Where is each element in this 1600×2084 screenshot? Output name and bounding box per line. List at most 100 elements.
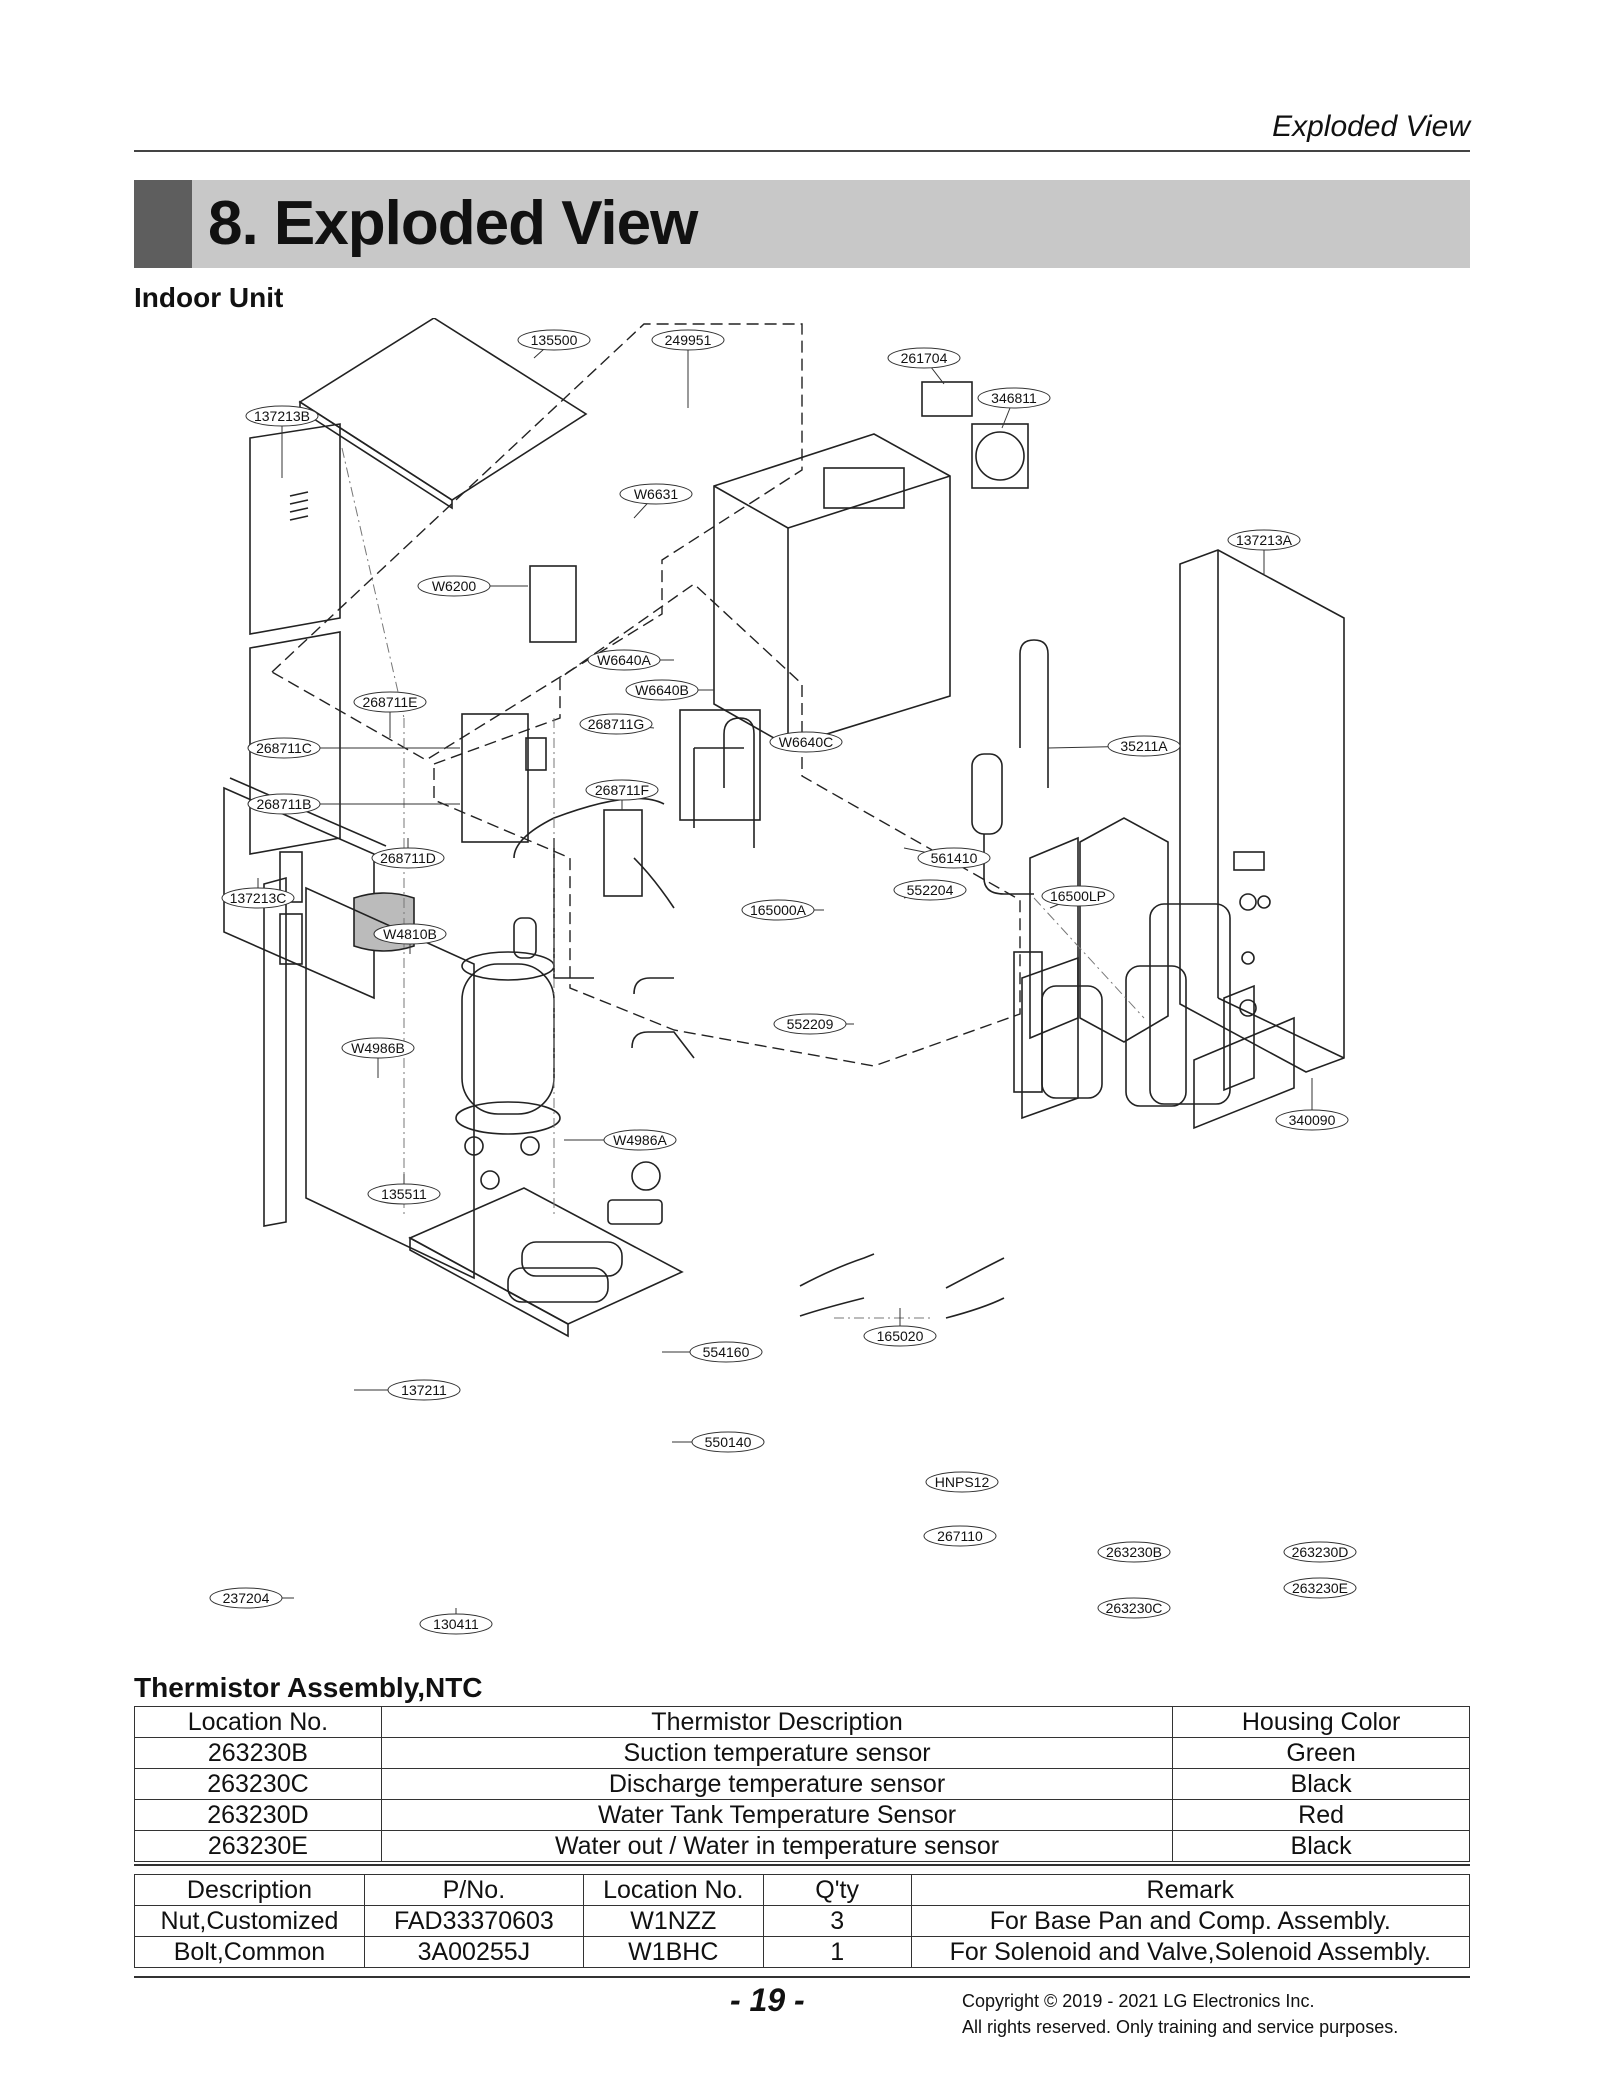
callout-label: W6200: [432, 578, 477, 594]
parts-table: Description P/No. Location No. Q'ty Rema…: [134, 1874, 1471, 1968]
callout-label: 268711G: [588, 716, 645, 732]
parts-table-header: Description P/No. Location No. Q'ty Rema…: [134, 1874, 1471, 1906]
callout-oval: [691, 1431, 765, 1453]
callout-oval: [651, 329, 725, 351]
callout-oval: [689, 1341, 763, 1363]
col-header-description: Description: [134, 1874, 365, 1906]
table-row: 263230B Suction temperature sensor Green: [134, 1737, 1470, 1769]
callout-oval: [603, 1129, 677, 1151]
callout-label: 35211A: [1120, 738, 1168, 754]
thermistor-table: Location No. Thermistor Description Hous…: [134, 1706, 1470, 1862]
control-box-part: [713, 433, 951, 747]
callout-label: 552204: [907, 882, 954, 898]
callout-label: 267110: [937, 1528, 983, 1544]
callout-oval: [977, 387, 1051, 409]
cell-color: Black: [1172, 1768, 1470, 1800]
callout-label: 137213B: [254, 408, 310, 424]
chapter-banner: 8. Exploded View: [134, 180, 1470, 268]
callout-label: 268711C: [256, 740, 312, 756]
cell-location: 263230B: [134, 1737, 382, 1769]
table-row: 263230D Water Tank Temperature Sensor Re…: [134, 1799, 1470, 1831]
col-header-housing-color: Housing Color: [1172, 1706, 1470, 1738]
callout-label: 554160: [703, 1344, 750, 1360]
callout-oval: [625, 679, 699, 701]
callout-label: 137213A: [1236, 532, 1293, 548]
main-pcb-part: [461, 713, 529, 843]
cell-location: 263230E: [134, 1830, 382, 1862]
base-pan-part: [408, 1187, 684, 1325]
callout-label: 263230B: [1106, 1544, 1162, 1560]
callout-label: HNPS12: [935, 1474, 990, 1490]
left-panel-upper: [249, 423, 341, 635]
callout-label: 165000A: [750, 902, 807, 918]
col-header-description: Thermistor Description: [380, 1706, 1174, 1738]
table-row: Nut,Customized FAD33370603 W1NZZ 3 For B…: [134, 1905, 1471, 1937]
callout-oval: [247, 793, 321, 815]
callout-oval: [585, 779, 659, 801]
cell-quantity: 1: [762, 1936, 912, 1968]
cell-part-number: FAD33370603: [363, 1905, 584, 1937]
section-heading-indoor-unit: Indoor Unit: [134, 282, 284, 313]
cell-description: Water out / Water in temperature sensor: [380, 1830, 1174, 1862]
col-header-part-number: P/No.: [363, 1874, 584, 1906]
cell-part-number: 3A00255J: [363, 1936, 584, 1968]
fan-part: [971, 423, 1029, 489]
cell-location: 263230D: [134, 1799, 382, 1831]
callout-oval: [923, 1525, 997, 1547]
water-shell-part: [1149, 903, 1231, 1105]
cell-remark: For Base Pan and Comp. Assembly.: [910, 1905, 1471, 1937]
thermistor-table-header: Location No. Thermistor Description Hous…: [134, 1706, 1470, 1738]
callout-oval: [863, 1325, 937, 1347]
callout-oval: [925, 1471, 999, 1493]
callout-label: W6640C: [779, 734, 833, 750]
callout-oval: [247, 737, 321, 759]
callout-label: W4986A: [613, 1132, 667, 1148]
cell-description: Nut,Customized: [134, 1905, 365, 1937]
cell-color: Black: [1172, 1830, 1470, 1862]
callout-oval: [1107, 735, 1181, 757]
compressor-part: [461, 963, 555, 1115]
table-row: 263230E Water out / Water in temperature…: [134, 1830, 1470, 1862]
callout-oval: [353, 691, 427, 713]
callout-label: 340090: [1289, 1112, 1336, 1128]
callout-label: 130411: [433, 1616, 479, 1632]
callout-label: 268711E: [362, 694, 417, 710]
callout-oval: [917, 847, 991, 869]
callout-label: 550140: [705, 1434, 752, 1450]
callout-label: W4810B: [383, 926, 437, 942]
col-header-remark: Remark: [910, 1874, 1471, 1906]
left-frame-part: [263, 876, 287, 1227]
callout-oval: [1041, 885, 1115, 907]
callout-label: 137213C: [230, 890, 287, 906]
callout-oval: [769, 731, 843, 753]
banner-accent-block: [134, 180, 192, 268]
callout-label: 268711F: [595, 782, 649, 798]
callout-label: 135511: [381, 1186, 427, 1202]
cell-description: Water Tank Temperature Sensor: [380, 1799, 1174, 1831]
callout-label: 263230E: [1292, 1580, 1348, 1596]
callout-oval: [579, 713, 653, 735]
callout-label: 165020: [877, 1328, 924, 1344]
callout-oval: [373, 923, 447, 945]
table-row: 263230C Discharge temperature sensor Bla…: [134, 1768, 1470, 1800]
callout-label: 268711B: [256, 796, 311, 812]
callout-oval: [619, 483, 693, 505]
cell-location: W1BHC: [582, 1936, 764, 1968]
callout-oval: [1097, 1541, 1171, 1563]
rights-text: All rights reserved. Only training and s…: [962, 2017, 1399, 2037]
callout-label: W6640A: [597, 652, 651, 668]
callout-oval: [741, 899, 815, 921]
callout-oval: [1283, 1577, 1357, 1599]
cell-location: 263230C: [134, 1768, 382, 1800]
right-side-panel: [1179, 549, 1345, 1073]
callout-oval: [1283, 1541, 1357, 1563]
chapter-title: 8. Exploded View: [208, 189, 698, 258]
callout-oval: [209, 1587, 283, 1609]
section-heading-thermistor: Thermistor Assembly,NTC: [134, 1672, 483, 1703]
callout-label: 346811: [991, 390, 1037, 406]
callout-oval: [371, 847, 445, 869]
callout-oval: [773, 1013, 847, 1035]
callout-oval: [387, 1379, 461, 1401]
